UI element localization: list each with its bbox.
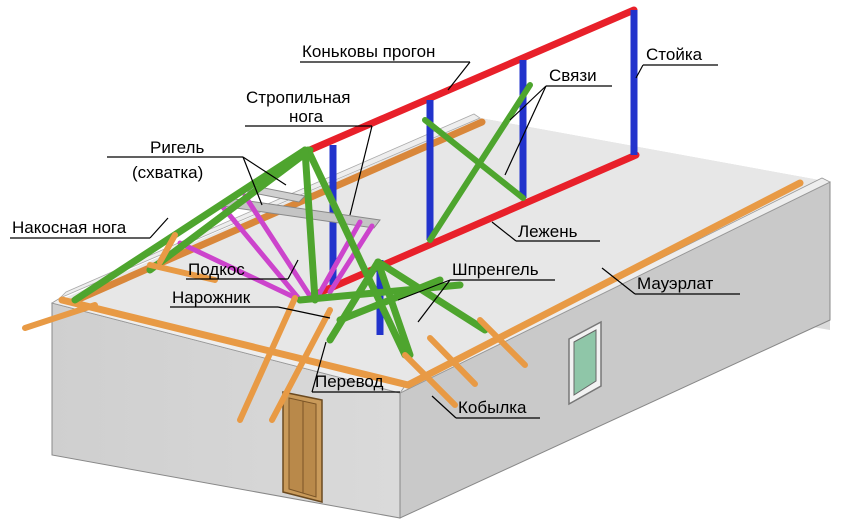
rafters xyxy=(71,146,489,359)
jack-rafters xyxy=(22,232,528,423)
labels: Коньковы прогон Стойка Стропильная нога … xyxy=(12,42,713,417)
struts xyxy=(177,193,375,303)
label-podkos: Подкос xyxy=(188,260,245,279)
label-mauerlat: Мауэрлат xyxy=(637,274,713,293)
label-stropilnaya-2: нога xyxy=(289,107,324,126)
label-svyazi: Связи xyxy=(549,66,597,85)
label-stoyka: Стойка xyxy=(646,45,703,64)
wall-top-right xyxy=(399,177,831,394)
label-lezhen: Лежень xyxy=(518,222,578,241)
label-perevod: Перевод xyxy=(315,372,384,391)
ties xyxy=(422,82,533,243)
interior-floor xyxy=(60,118,830,395)
label-stropilnaya-1: Стропильная xyxy=(246,88,351,107)
label-konkovy-progon: Коньковы прогон xyxy=(302,42,435,61)
door xyxy=(282,391,323,503)
label-shprengel: Шпренгель xyxy=(452,260,539,279)
label-nakosnaya-noga: Накосная нога xyxy=(12,218,127,237)
window xyxy=(568,320,602,406)
leader-lines xyxy=(10,61,740,419)
label-narozhnik: Нарожник xyxy=(172,288,251,307)
label-kobylka: Кобылка xyxy=(458,398,527,417)
label-rigel-2: (схватка) xyxy=(132,163,203,182)
label-rigel-1: Ригель xyxy=(150,138,204,157)
